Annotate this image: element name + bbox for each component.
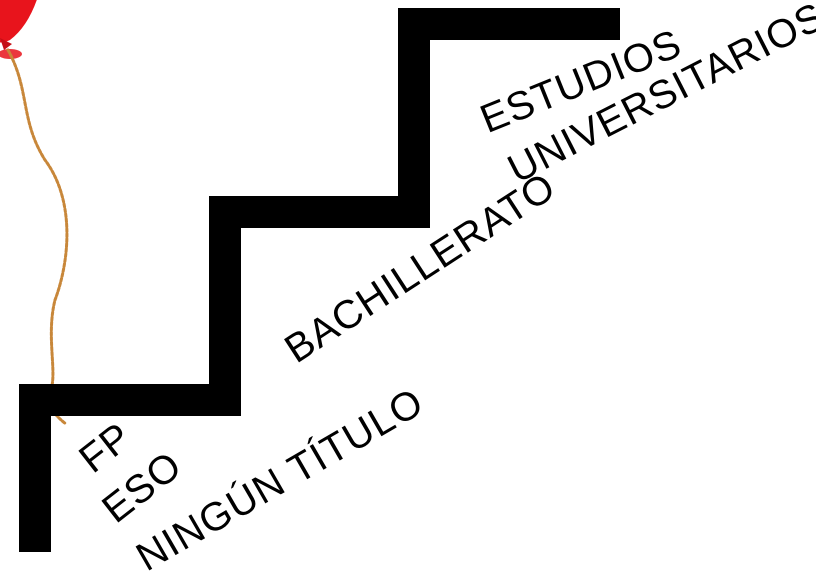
balloon-icon bbox=[0, 0, 37, 59]
balloon-string bbox=[6, 48, 69, 426]
staircase-outline bbox=[19, 8, 620, 552]
